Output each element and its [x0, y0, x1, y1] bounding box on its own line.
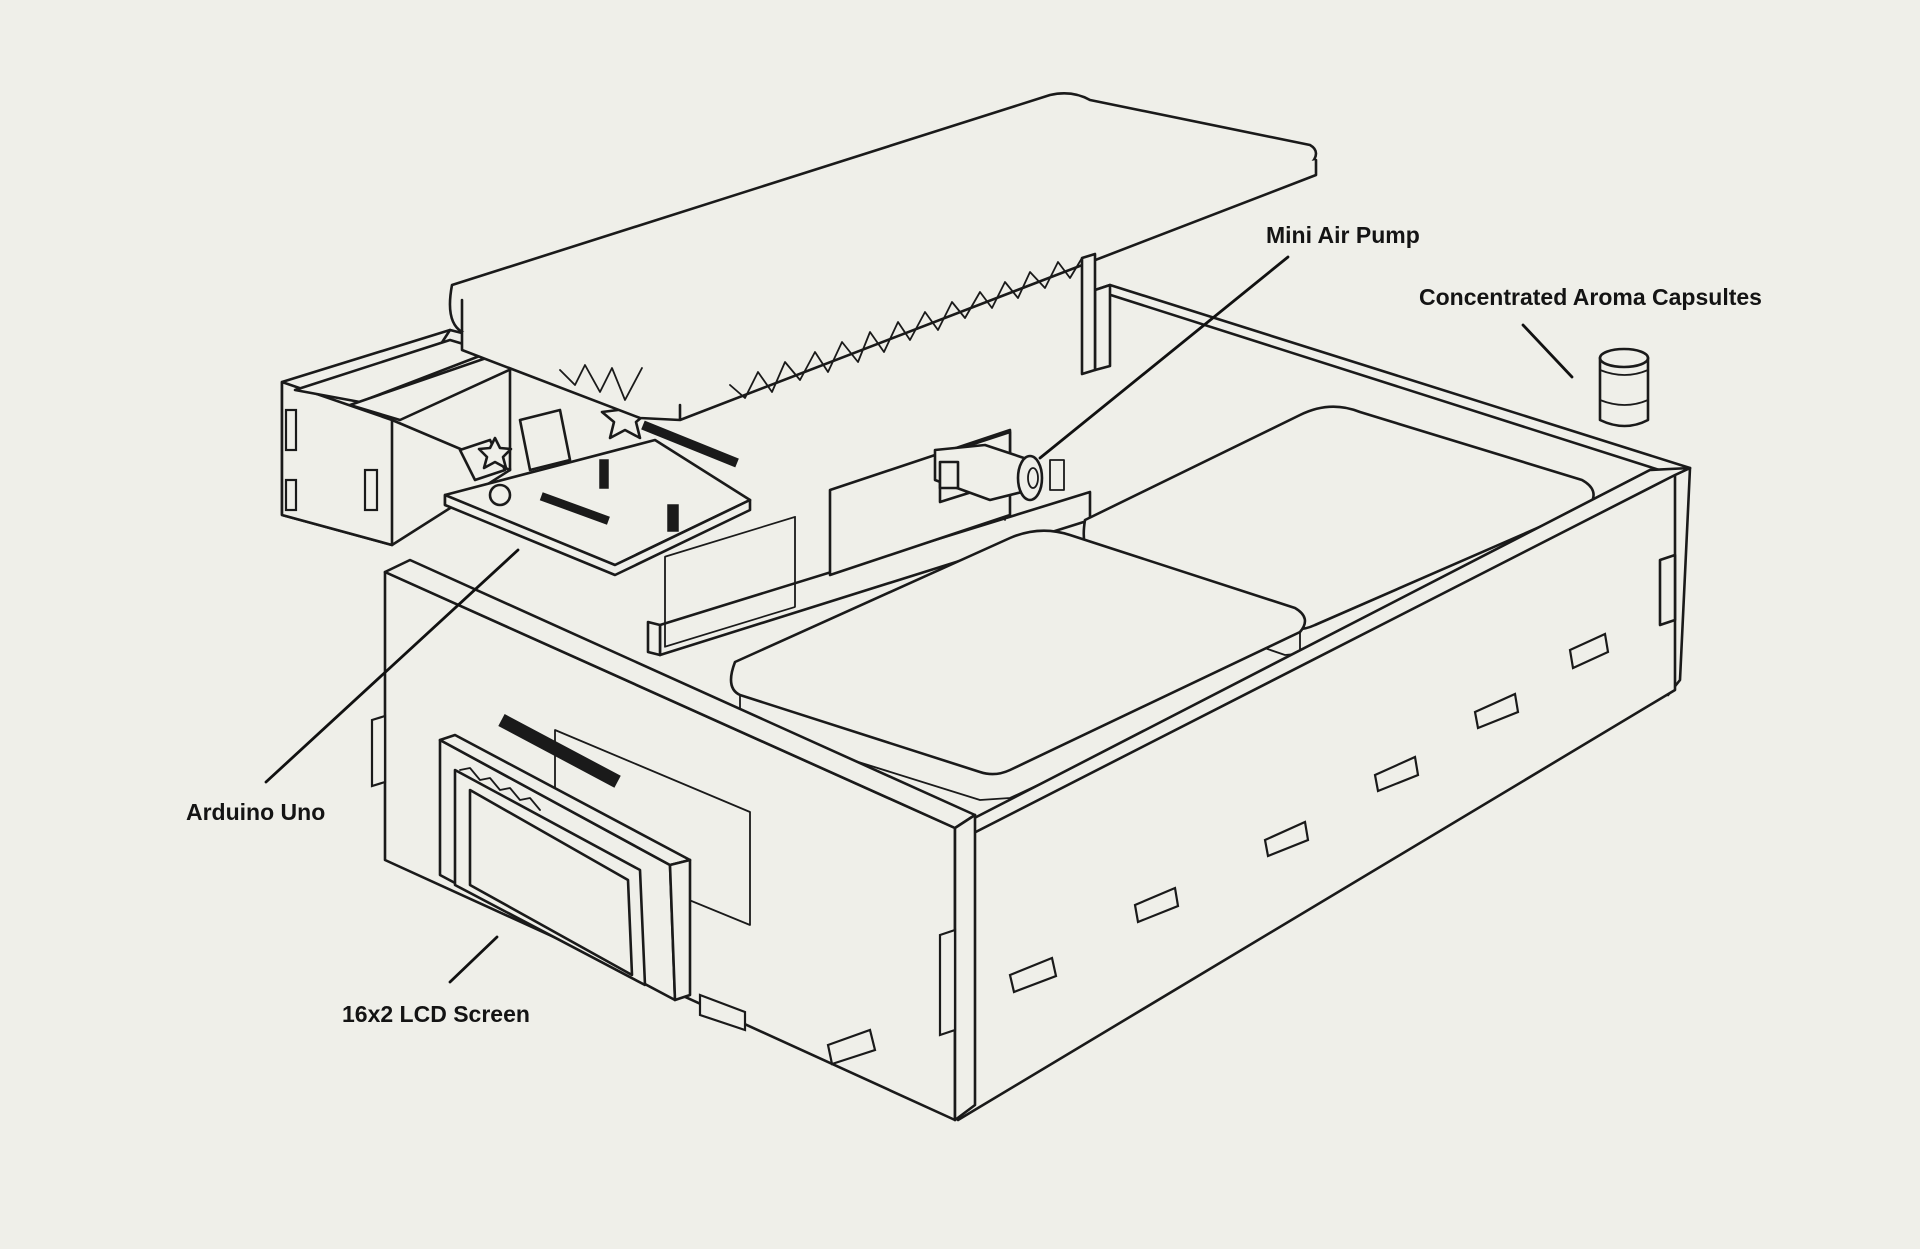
- leader-aroma-capsules: [1521, 323, 1574, 379]
- front-wall: [370, 558, 1610, 1122]
- electronics-housing: [280, 328, 522, 547]
- label-lcd: 16x2 LCD Screen: [342, 1001, 530, 1027]
- label-mini-air-pump: Mini Air Pump: [1266, 222, 1420, 248]
- label-aroma-capsules: Concentrated Aroma Capsultes: [1419, 284, 1762, 310]
- lid: [448, 92, 1318, 422]
- label-arduino: Arduino Uno: [186, 799, 325, 825]
- leader-arduino: [264, 548, 520, 784]
- back-wall: [1093, 283, 1692, 476]
- leader-lines: [264, 255, 1574, 984]
- mini-air-pump: [828, 428, 1065, 577]
- aroma-capsule: [1598, 347, 1650, 428]
- leader-mini-air-pump: [1038, 255, 1290, 460]
- arduino-board: [443, 393, 752, 577]
- lid-zigzag-edge: [559, 257, 1083, 401]
- leader-lcd: [448, 935, 499, 984]
- lcd-module: [438, 714, 692, 1002]
